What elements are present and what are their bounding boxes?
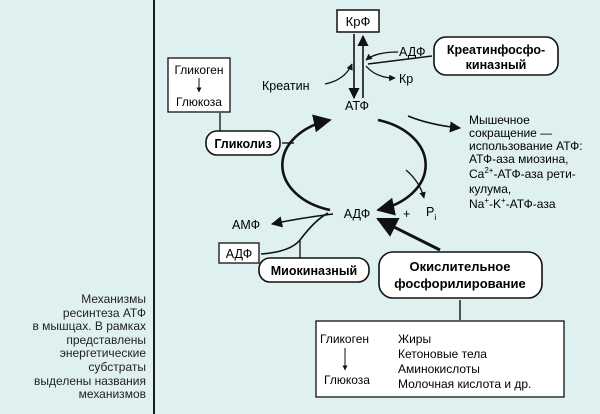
- kreatin-label: Креатин: [262, 79, 310, 93]
- adf-left-label: АДФ: [226, 247, 252, 261]
- ca-symbol: Ca: [469, 167, 485, 181]
- arrow-kreatin: [324, 63, 353, 85]
- creatine-kinase-box: [433, 36, 559, 76]
- adf-label: АДФ: [344, 207, 370, 221]
- kr-label: Кр: [399, 72, 413, 86]
- contraction-line3: использование АТФ:: [469, 139, 583, 153]
- arrow-to-amf: [270, 213, 334, 228]
- arrow-kr: [365, 65, 396, 82]
- caption-line: энергетические: [59, 346, 146, 361]
- substrates-glucose: Глюкоза: [324, 373, 370, 387]
- creatine-kinase-line2: киназный: [466, 58, 527, 72]
- caption-line: в мышцах. В рамках: [32, 319, 146, 334]
- figure-caption: Механизмы ресинтеза АТФ в мышцах. В рамк…: [18, 292, 146, 402]
- arrow-to-contraction: [407, 115, 462, 133]
- caption-line: механизмов: [78, 387, 146, 402]
- creatine-kinase-connector: [367, 55, 433, 65]
- oxidative-box: [378, 251, 543, 299]
- glycolysis-box: [205, 130, 281, 156]
- pi-subscript: i: [434, 212, 436, 222]
- glycolysis-label: Гликолиз: [214, 137, 271, 151]
- oxidative-line2: фосфорилирование: [394, 276, 526, 291]
- oxidative-line1: Окислительное: [410, 259, 511, 274]
- substrate-item: Кетоновые тела: [398, 347, 487, 361]
- contraction-line5: Ca2+-АТФ-аза рети-: [469, 166, 576, 181]
- pi-label: Pi: [426, 205, 436, 222]
- atf-label: АТФ: [345, 99, 369, 113]
- caption-line: представлены: [66, 332, 146, 347]
- substrate-item: Аминокислоты: [398, 362, 480, 376]
- na-superscript: +: [484, 196, 489, 205]
- substrate-item: Жиры: [398, 332, 431, 346]
- arrow-to-pi: [405, 169, 426, 199]
- creatine-kinase-line1: Креатинфосфо-: [447, 43, 545, 57]
- cycle-arc-right: [376, 118, 427, 216]
- plus-sign: +: [403, 207, 410, 221]
- p-symbol: P: [426, 205, 434, 219]
- substrates-box: [315, 320, 565, 398]
- contraction-line7: Na+-K+-АТФ-аза: [469, 196, 556, 211]
- ca-atpase-text: -АТФ-аза рети-: [493, 167, 575, 181]
- arrow-oxidative-to-adf: [376, 217, 441, 252]
- k-symbol: -K: [489, 197, 501, 211]
- substrates-glycogen: Гликоген: [320, 332, 369, 346]
- glycogen-box-top: Гликоген: [174, 63, 223, 77]
- glycogen-box-bottom: Глюкоза: [176, 95, 222, 109]
- substrate-item: Молочная кислота и др.: [398, 377, 531, 391]
- krf-box: [336, 9, 380, 33]
- contraction-line2: сокращение —: [469, 126, 552, 140]
- contraction-line1: Мышечное: [469, 113, 530, 127]
- caption-line: ресинтеза АТФ: [62, 305, 146, 320]
- caption-line: субстраты: [88, 359, 146, 374]
- myokinase-box: [258, 257, 370, 283]
- arrow-adf-top: [365, 51, 399, 61]
- caption-line: выделены названия: [34, 373, 146, 388]
- contraction-line6: кулума,: [469, 182, 511, 196]
- krf-label: КрФ: [346, 14, 371, 29]
- caption-line: Механизмы: [81, 292, 146, 306]
- ca-superscript: 2+: [484, 166, 493, 175]
- cycle-arc-left: [281, 114, 332, 212]
- na-k-atpase-text: -АТФ-аза: [506, 197, 556, 211]
- k-superscript: +: [501, 196, 506, 205]
- adf-left-box: [218, 242, 260, 264]
- myokinase-label: Миокиназный: [271, 264, 357, 278]
- adf-top-label: АДФ: [399, 45, 425, 59]
- amf-label: АМФ: [232, 218, 260, 232]
- na-symbol: Na: [469, 197, 485, 211]
- contraction-line4: АТФ-аза миозина,: [469, 152, 569, 166]
